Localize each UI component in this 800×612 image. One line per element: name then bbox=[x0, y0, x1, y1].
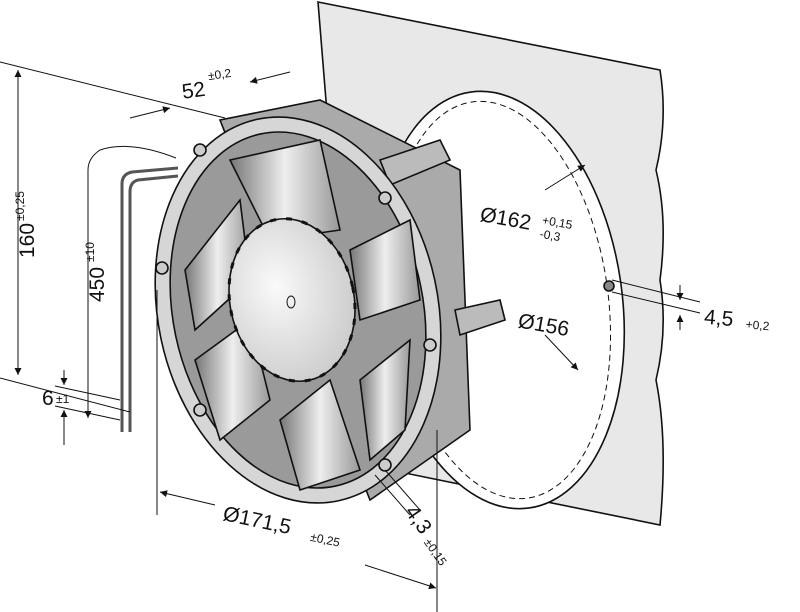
lead-length-value: 450 bbox=[86, 267, 109, 302]
depth-tolerance: ±0,2 bbox=[207, 66, 232, 83]
frame-diameter-tolerance: ±0,25 bbox=[309, 530, 342, 550]
lead-strip-value: 6 bbox=[42, 387, 54, 410]
lead-strip-tolerance: ±1 bbox=[56, 392, 70, 406]
fan-blades bbox=[184, 139, 421, 492]
height-tolerance: ±0,25 bbox=[13, 191, 27, 221]
frame-screws bbox=[155, 143, 437, 472]
cutout-tolerance-upper: +0,15 bbox=[541, 213, 574, 232]
depth-value: 52 bbox=[180, 78, 206, 104]
panel-hole-value: 4,5 bbox=[703, 306, 734, 331]
frame-hole-value: 4,3 bbox=[400, 501, 436, 538]
panel-hole-tolerance: +0,2 bbox=[745, 317, 770, 333]
height-value: 160 bbox=[16, 223, 39, 258]
frame-hole-tolerance: ±0,15 bbox=[421, 536, 450, 569]
dimension-lines bbox=[0, 61, 701, 612]
cutout-tolerance-lower: -0,3 bbox=[539, 227, 562, 244]
fan-leads bbox=[120, 166, 179, 432]
fan bbox=[154, 99, 506, 504]
frame-diameter-value: Ø171,5 bbox=[221, 502, 293, 539]
lead-length-tolerance: ±10 bbox=[83, 242, 97, 262]
panel-mounting-hole bbox=[603, 280, 615, 292]
